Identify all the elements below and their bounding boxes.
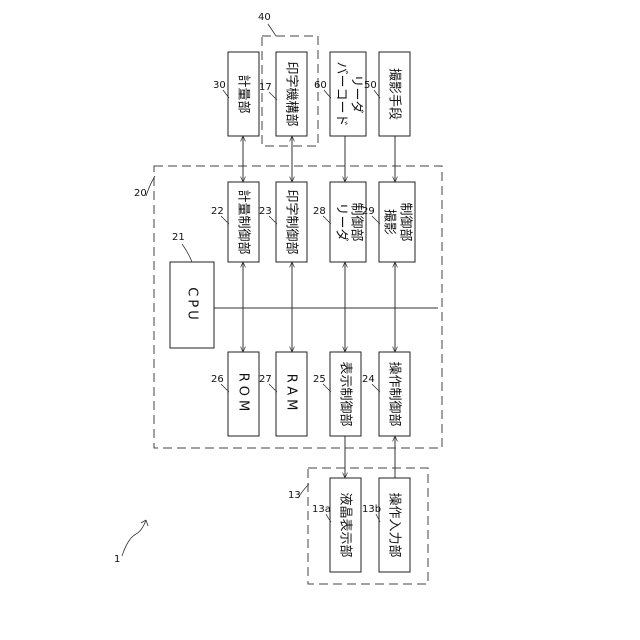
display-control-label: 表示制御部 — [338, 361, 353, 426]
ref-21: 21 — [172, 232, 185, 243]
ref-28: 28 — [313, 206, 326, 217]
lcd-display-label: 液晶表示部 — [338, 492, 353, 557]
ref-24: 24 — [362, 374, 375, 385]
ram-label: RAM — [284, 374, 299, 415]
imaging-control-label-1: 撮影 — [382, 209, 398, 235]
leader-21 — [182, 244, 192, 262]
ref-13: 13 — [288, 490, 301, 501]
imaging-means-label: 撮影手段 — [387, 68, 403, 120]
rom-label: ROM — [236, 373, 251, 415]
operation-input-label: 操作入力部 — [387, 492, 403, 557]
ref-60: 60 — [314, 80, 327, 91]
printing-mechanism-label: 印字機構部 — [284, 61, 299, 126]
ref-23: 23 — [259, 206, 272, 217]
ref-13a: 13a — [312, 504, 331, 515]
print-control-label: 印字制御部 — [284, 189, 299, 254]
imaging-control-label-2: 制御部 — [398, 202, 413, 241]
barcode-reader-label-1: バーコード — [334, 61, 349, 126]
ref-13b: 13b — [362, 504, 381, 515]
ref-50: 50 — [364, 80, 377, 91]
ref-17: 17 — [259, 82, 272, 93]
ref-40: 40 — [258, 12, 271, 23]
reader-control-label-1: リーダ — [334, 202, 349, 241]
weighing-unit-label: 計量部 — [236, 74, 252, 113]
weighing-control-label: 計量制御部 — [236, 189, 252, 254]
ref-29: 29 — [362, 206, 375, 217]
ref-27: 27 — [259, 374, 272, 385]
leader-1 — [122, 520, 146, 556]
leader-40 — [268, 24, 276, 36]
cpu-label: CPU — [185, 287, 200, 322]
ref-1: 1 — [114, 554, 120, 565]
ref-26: 26 — [211, 374, 224, 385]
barcode-reader-label-2: リーダ — [349, 74, 364, 113]
operation-control-label: 操作制御部 — [387, 361, 403, 426]
ref-22: 22 — [211, 206, 224, 217]
ref-30: 30 — [213, 80, 226, 91]
ref-25: 25 — [313, 374, 326, 385]
ref-20: 20 — [134, 188, 147, 199]
